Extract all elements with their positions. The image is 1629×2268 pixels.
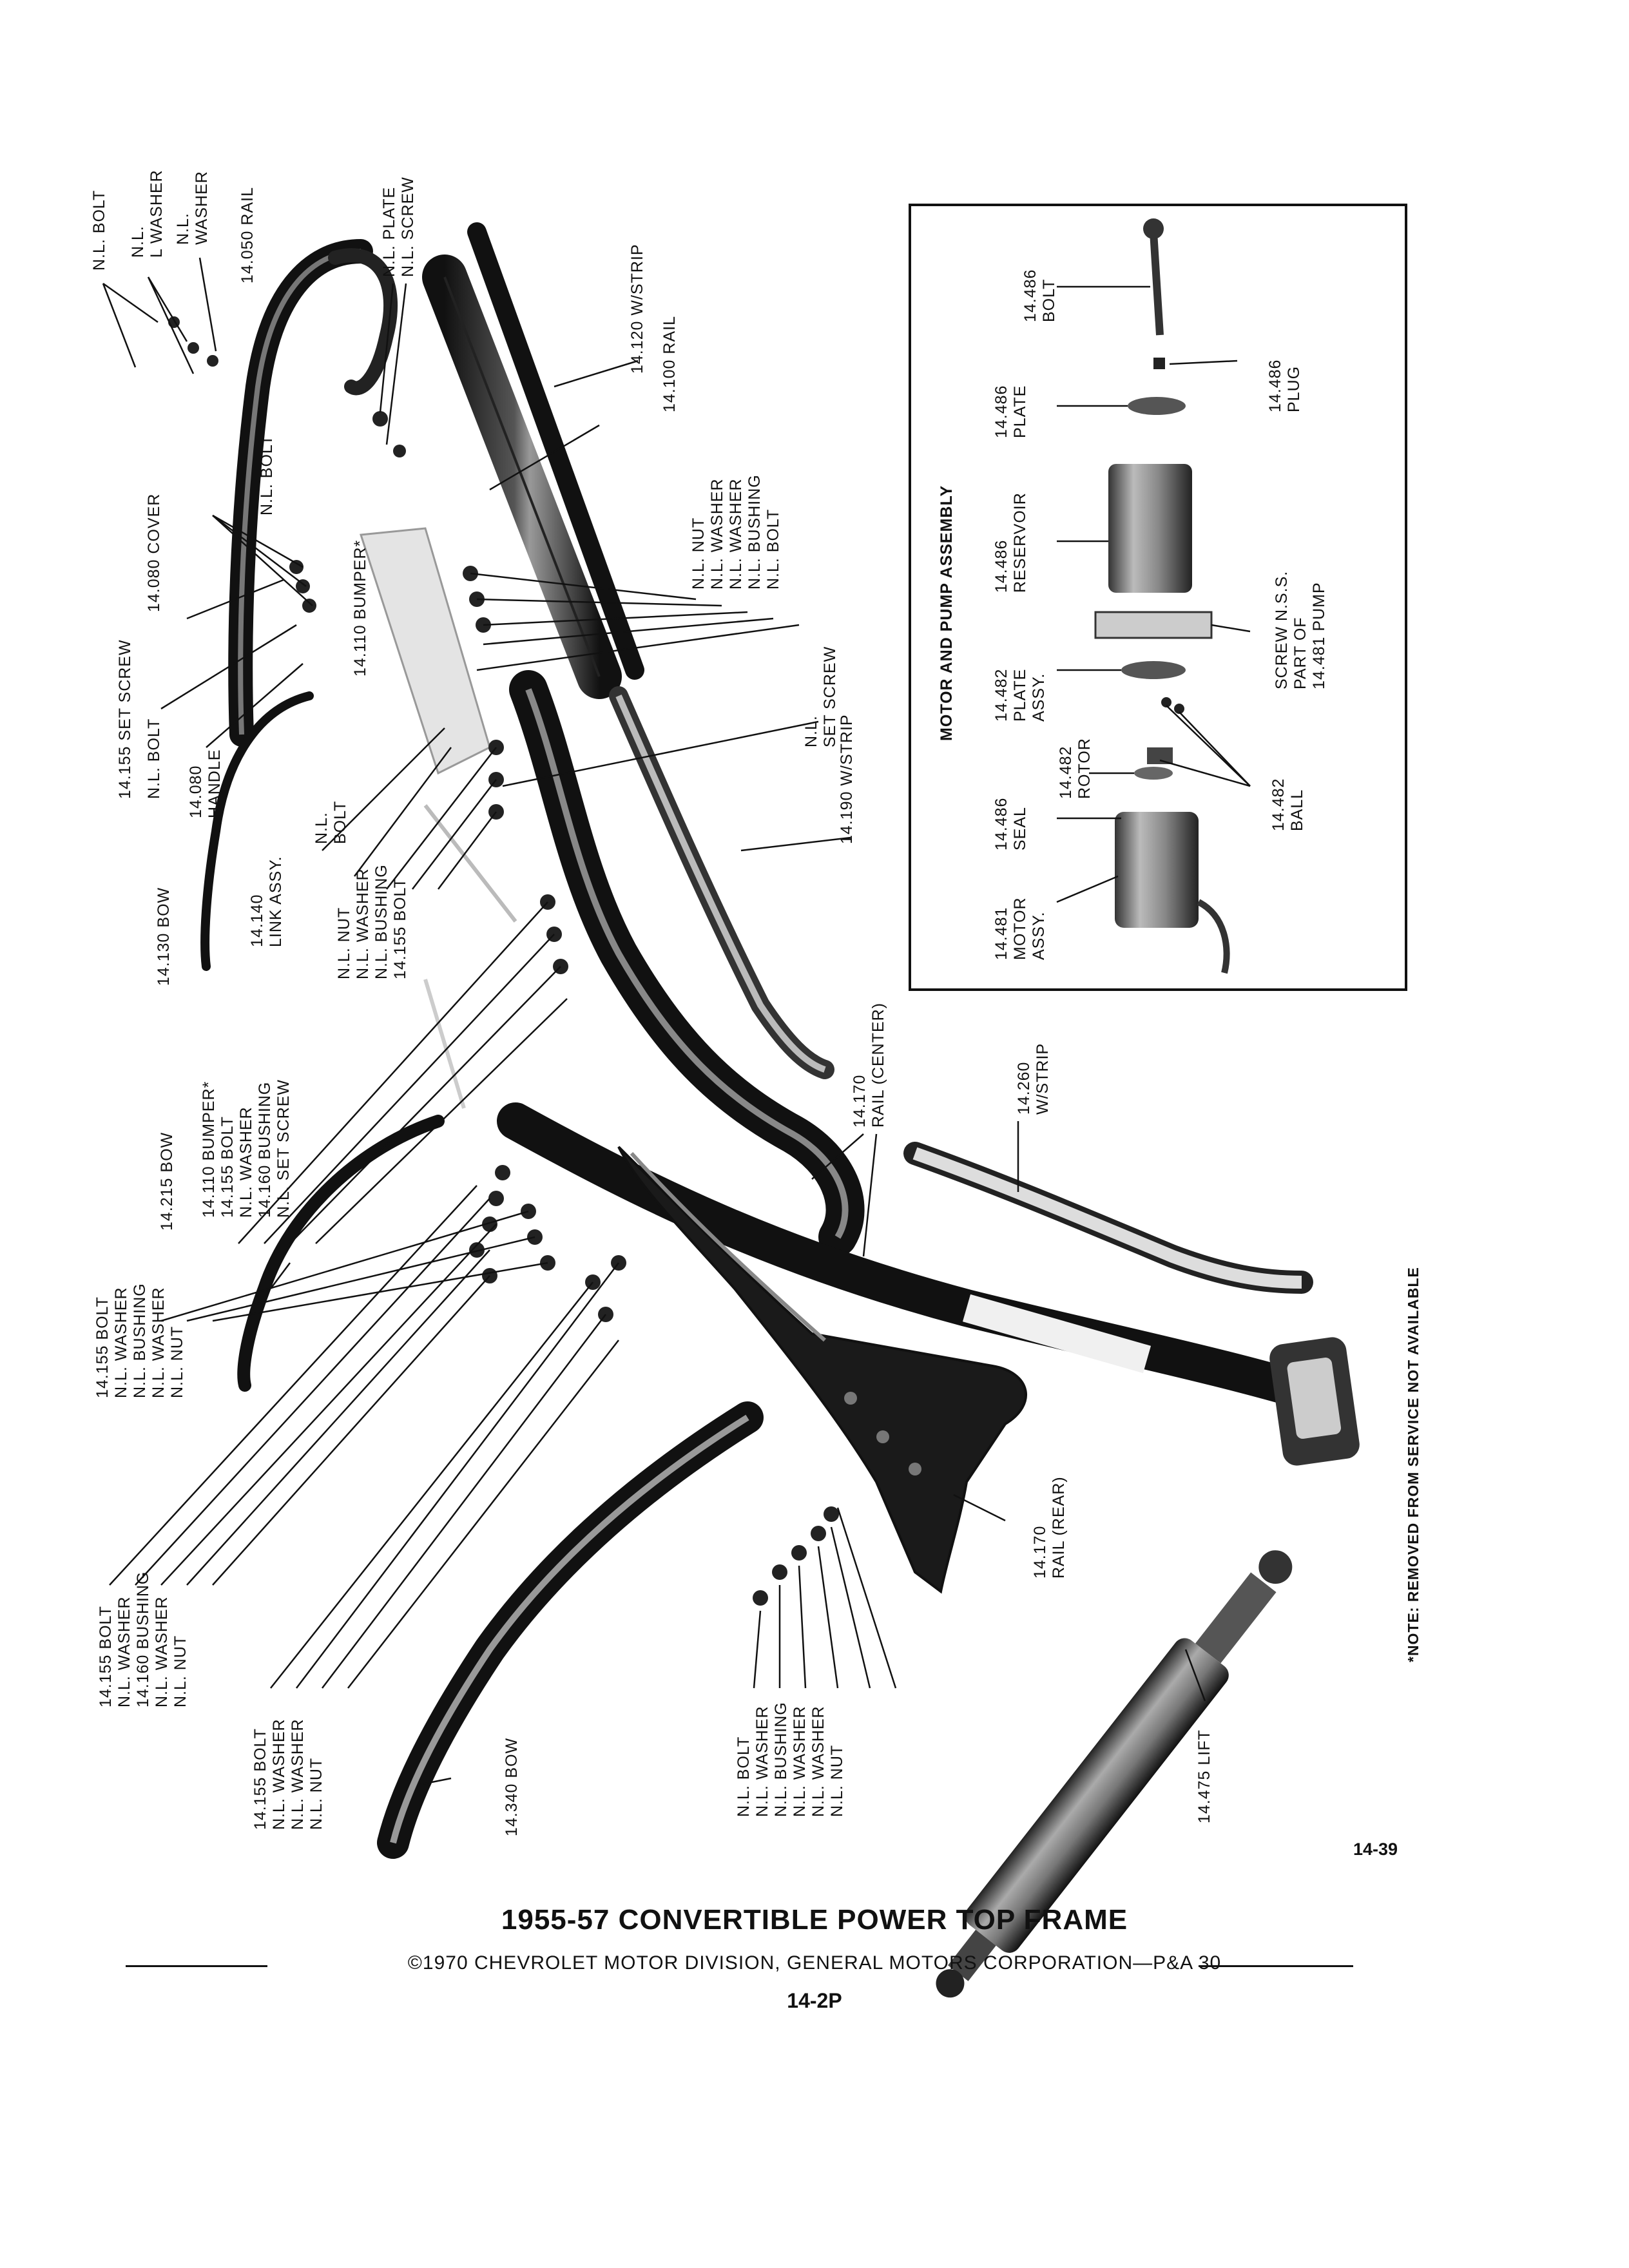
label-inset-reservoir: 14.486 RESERVOIR xyxy=(992,492,1029,593)
label-nl-bolt-top: N.L. BOLT xyxy=(90,189,108,271)
label-nl-bolt-mid: N.L. BOLT xyxy=(145,718,163,799)
label-nl-plate-screw: N.L. PLATE N.L. SCREW xyxy=(380,177,417,277)
label-nl-bolt-link: N.L. BOLT xyxy=(313,800,349,844)
label-group-lower-mid: 14.155 BOLT N.L. WASHER N.L. WASHER N.L.… xyxy=(251,1718,325,1830)
rail-rear-14170 xyxy=(617,1146,1028,1594)
label-bumper-14110-top: 14.110 BUMPER* xyxy=(351,539,369,677)
label-group-upper-left: 14.155 BOLT N.L. WASHER N.L. BUSHING N.L… xyxy=(93,1283,186,1398)
motor-pump-inset xyxy=(909,204,1407,991)
label-rail-14100: 14.100 RAIL xyxy=(660,316,679,412)
label-lift-14475: 14.475 LIFT xyxy=(1195,1729,1213,1823)
label-setscrew-14155: 14.155 SET SCREW xyxy=(116,639,134,799)
inset-parts xyxy=(1094,218,1230,974)
footer-rule-right xyxy=(1199,1965,1353,1967)
bow-14130 xyxy=(200,691,314,971)
label-wstrip-14190: 14.190 W/STRIP xyxy=(838,714,856,844)
label-wstrip-14120: 14.120 W/STRIP xyxy=(628,244,646,374)
label-nl-group-right: N.L. NUT N.L. WASHER N.L. WASHER N.L. BU… xyxy=(689,474,782,590)
label-group-bottom: N.L. BOLT N.L. WASHER N.L. BUSHING N.L. … xyxy=(735,1702,846,1817)
label-inset-rotor: 14.482 ROTOR xyxy=(1057,738,1094,799)
label-inset-screw: SCREW N.S.S. PART OF 14.481 PUMP xyxy=(1273,570,1328,689)
label-nl-washer-top: N.L. WASHER xyxy=(174,171,211,245)
label-bow-14130: 14.130 BOW xyxy=(155,887,173,986)
label-wstrip-14260: 14.260 W/STRIP xyxy=(1015,1043,1052,1115)
label-group-lower-left: 14.155 BOLT N.L. WASHER 14.160 BUSHING N… xyxy=(97,1571,189,1707)
label-inset-bolt: 14.486 BOLT xyxy=(1021,269,1058,322)
label-inset-motor: 14.481 MOTOR ASSY. xyxy=(992,897,1048,960)
label-link-14140: 14.140 LINK ASSY. xyxy=(248,856,285,947)
label-rail-14050: 14.050 RAIL xyxy=(238,187,256,284)
page-number: 14-2P xyxy=(787,1989,842,2012)
service-note: *NOTE: REMOVED FROM SERVICE NOT AVAILABL… xyxy=(1405,1267,1422,1662)
label-nl-bolt-cover: N.L. BOLT xyxy=(258,434,276,515)
rail-center-14170 xyxy=(497,1102,1346,1417)
label-rail-rear: 14.170 RAIL (REAR) xyxy=(1031,1476,1068,1579)
label-rail-center: 14.170 RAIL (CENTER) xyxy=(851,1002,887,1128)
footer-rule-left xyxy=(126,1965,267,1967)
leader-lines xyxy=(102,257,1251,1786)
label-inset-seal: 14.486 SEAL xyxy=(992,797,1029,850)
label-handle-14080: 14.080 HANDLE xyxy=(187,749,224,818)
label-inset-plug: 14.486 PLUG xyxy=(1266,359,1303,412)
label-nl-l-washer: N.L. L WASHER xyxy=(129,169,166,258)
label-inset-plate-assy: 14.482 PLATE ASSY. xyxy=(992,668,1048,722)
label-nl-group-link: N.L. NUT N.L. WASHER N.L. BUSHING 14.155… xyxy=(335,864,409,979)
label-nl-setscrew: N.L. SET SCREW xyxy=(802,646,839,747)
link-plate-14140 xyxy=(359,527,491,775)
bow-14215 xyxy=(237,1115,445,1392)
label-bow-14340: 14.340 BOW xyxy=(503,1737,521,1836)
figure-number: 14-39 xyxy=(1353,1840,1398,1859)
label-group-bumper: 14.110 BUMPER* 14.155 BOLT N.L. WASHER 1… xyxy=(200,1079,293,1218)
lift-14475 xyxy=(936,1550,1293,1998)
label-inset-ball: 14.482 BALL xyxy=(1269,778,1306,831)
label-inset-plate: 14.486 PLATE xyxy=(992,385,1029,438)
copyright-line: ©1970 CHEVROLET MOTOR DIVISION, GENERAL … xyxy=(407,1952,1222,1974)
label-cover-14080: 14.080 COVER xyxy=(145,493,163,612)
inset-title: MOTOR AND PUMP ASSEMBLY xyxy=(938,485,956,741)
page-title: 1955-57 CONVERTIBLE POWER TOP FRAME xyxy=(501,1904,1128,1936)
label-bow-14215: 14.215 BOW xyxy=(158,1131,176,1231)
